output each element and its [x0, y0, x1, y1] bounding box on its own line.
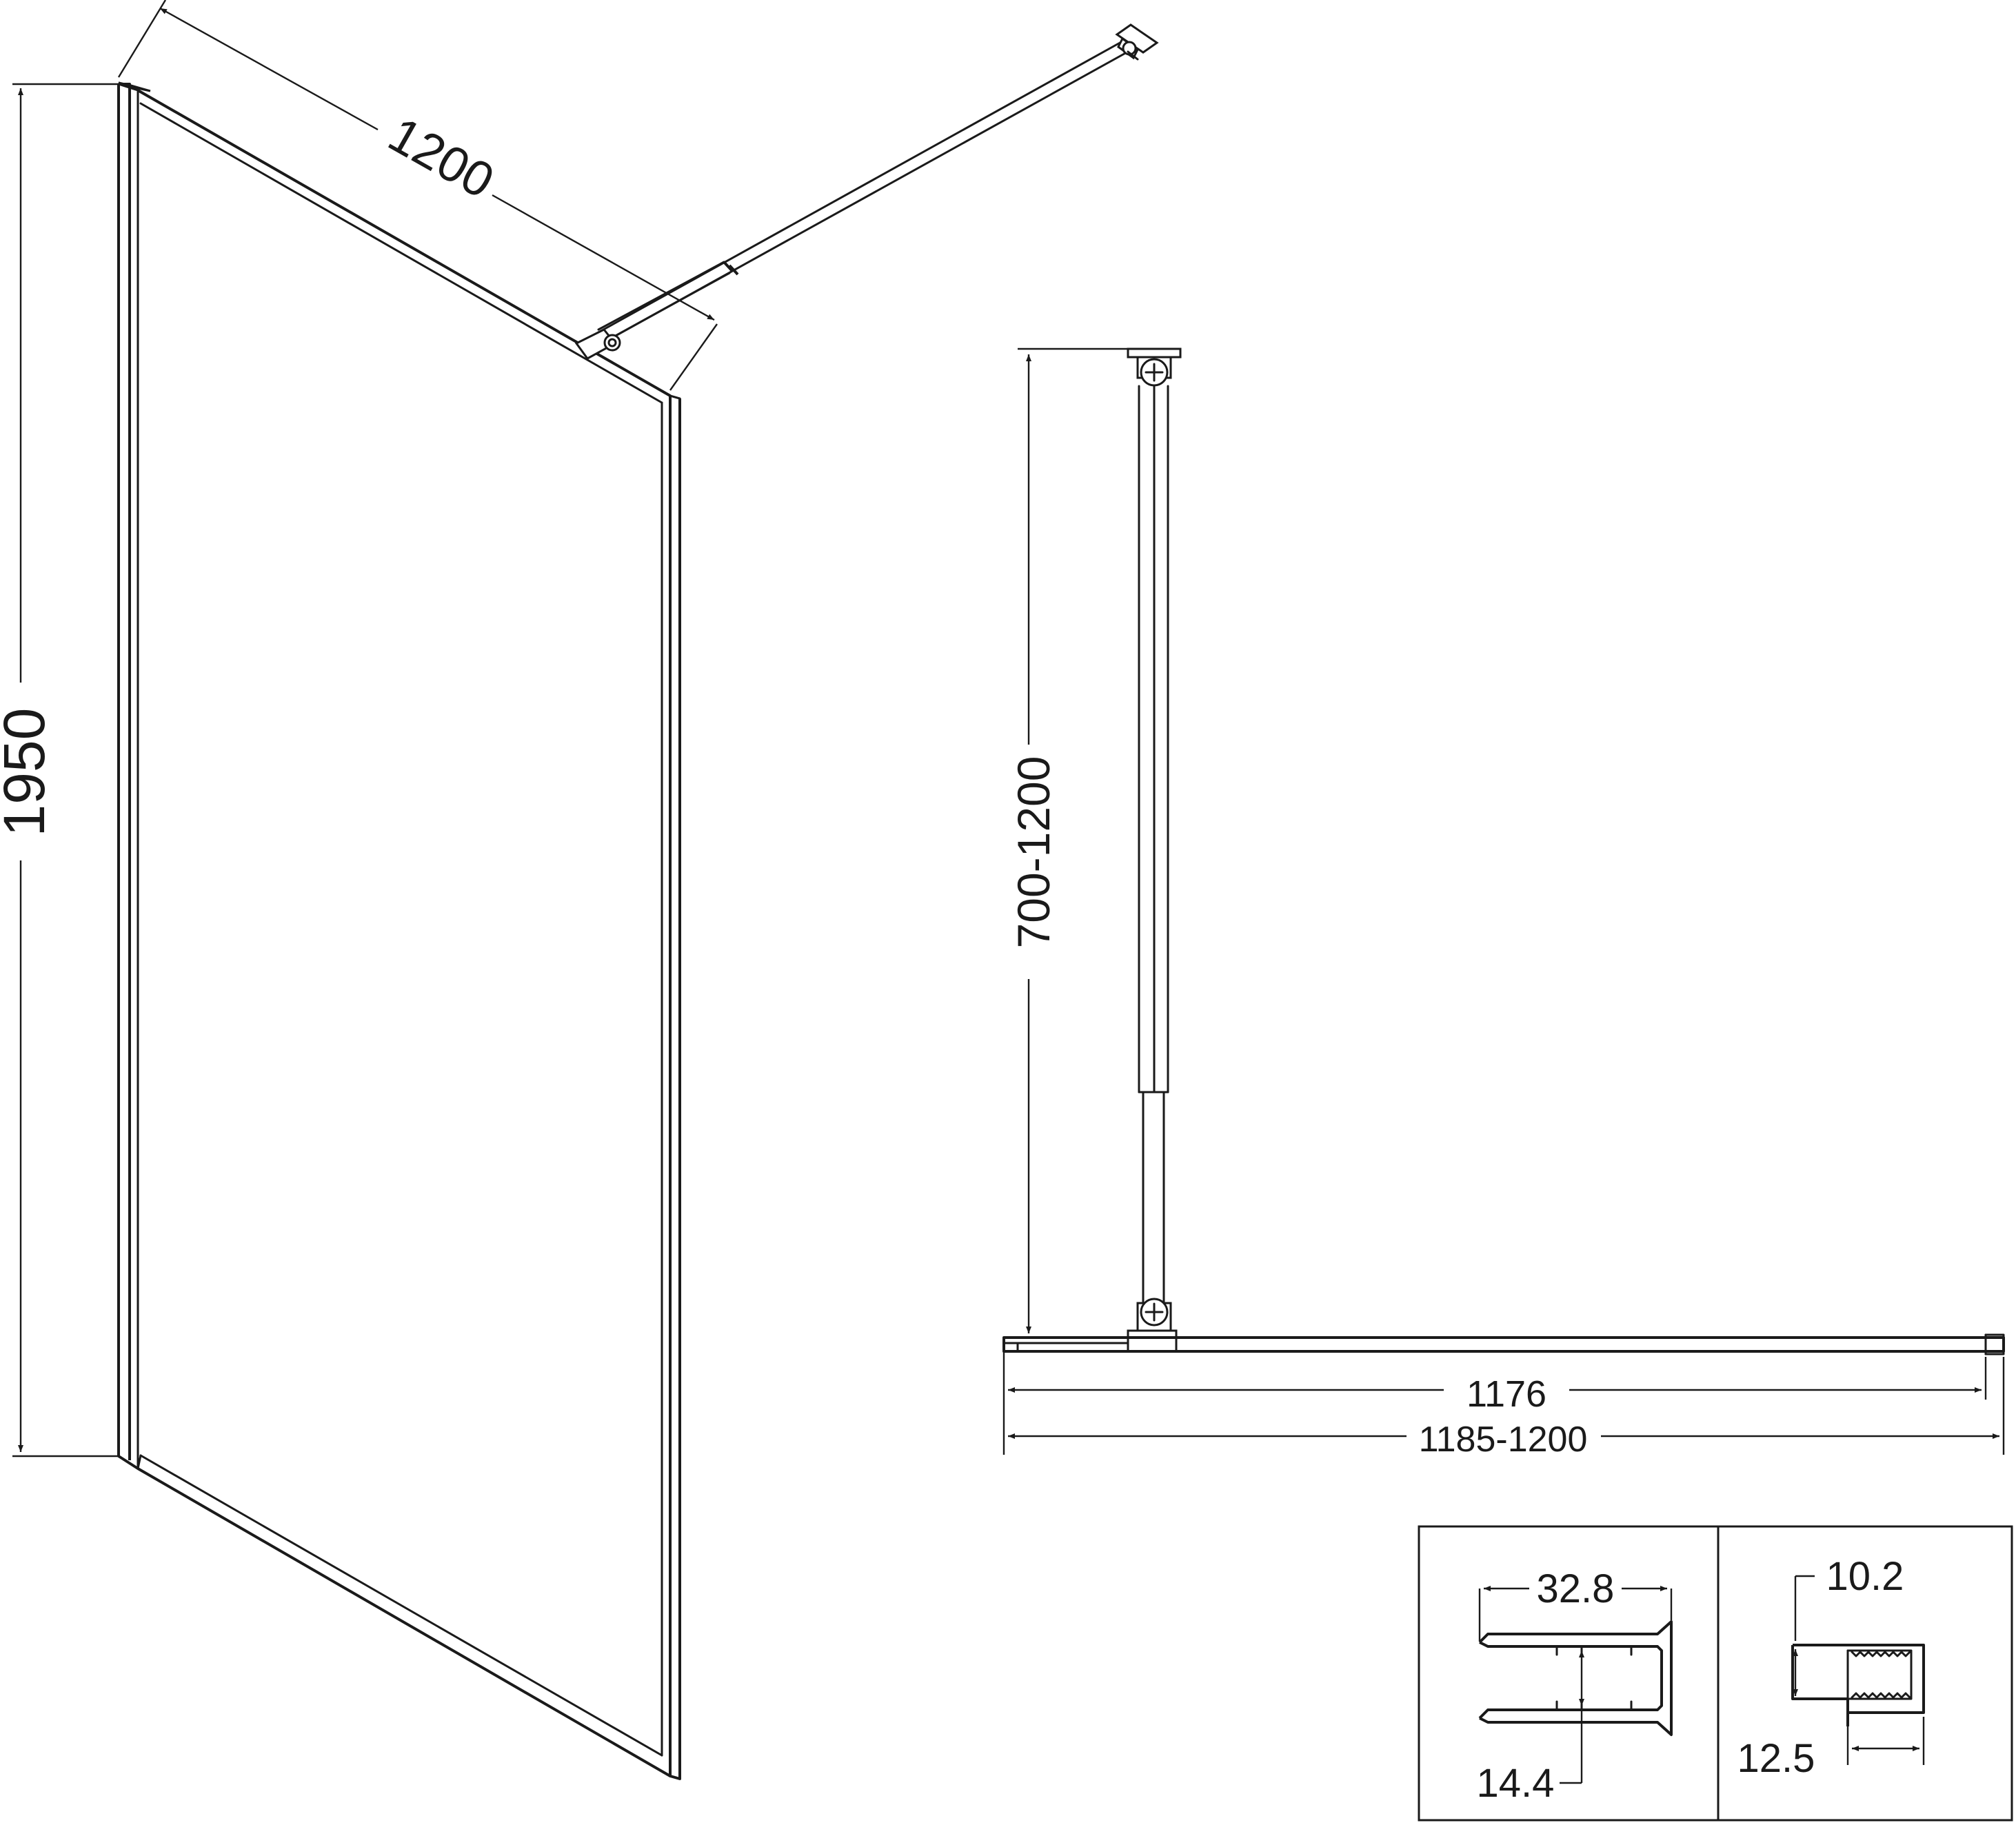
wall-profile	[117, 81, 151, 1470]
dimension-panel-height: 1950	[0, 83, 119, 1458]
dimension-panel-width: 1200	[117, 0, 718, 391]
arm-range-label: 700-1200	[1008, 756, 1059, 949]
isometric-view: 1950 1200	[0, 0, 1159, 1780]
profile-details-frame	[1418, 1525, 2013, 1822]
end-profile-thickness-label: 10.2	[1826, 1554, 1904, 1599]
glass-bracket	[1127, 1298, 1178, 1353]
dimension-arm-range: 700-1200	[1008, 347, 1131, 1333]
panel-height-label: 1950	[0, 708, 57, 837]
glass-panel	[137, 89, 681, 1780]
wall-profile-width-label: 32.8	[1537, 1566, 1615, 1611]
wall-profile-gap-label: 14.4	[1477, 1761, 1555, 1806]
end-profile-section: 10.2 12.5	[1737, 1554, 1925, 1781]
stabilizer-arm	[574, 23, 1159, 360]
dimension-total-width: 1185-1200	[1008, 1420, 1999, 1460]
telescopic-arm	[1138, 385, 1169, 1303]
panel-width-label: 1200	[379, 107, 503, 210]
end-profile-depth-label: 12.5	[1737, 1736, 1815, 1781]
dimension-glass-width: 1176	[1002, 1338, 2005, 1455]
total-width-label: 1185-1200	[1419, 1420, 1588, 1460]
profile-details: 32.8 14.4 10.2 12.5	[1418, 1525, 2013, 1822]
wall-mount-bracket	[1127, 347, 1182, 387]
top-view: 700-1200 1176 1185-1200	[1002, 347, 2005, 1460]
glass-width-label: 1176	[1466, 1373, 1546, 1415]
wall-profile-section: 32.8 14.4	[1477, 1566, 1673, 1806]
